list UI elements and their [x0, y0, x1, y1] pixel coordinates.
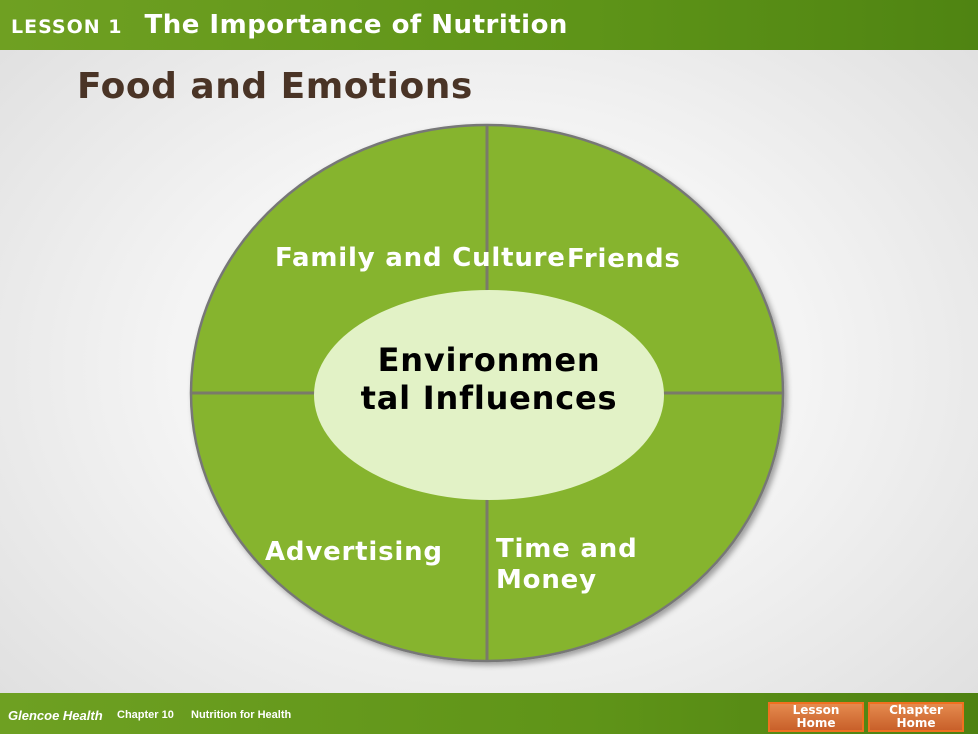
quadrant-advertising: Advertising — [265, 537, 443, 567]
lesson-home-button[interactable]: Lesson Home — [768, 702, 864, 732]
footer-bar: Glencoe Health Chapter 10 Nutrition for … — [0, 693, 978, 734]
lesson-title: The Importance of Nutrition — [144, 10, 568, 40]
lesson-home-label: Lesson Home — [792, 703, 840, 730]
quadrant-friends: Friends — [567, 244, 681, 274]
center-label: Environmen tal Influences — [360, 341, 618, 417]
lesson-number: LESSON 1 — [11, 16, 123, 38]
lesson-header-bar: LESSON 1 The Importance of Nutrition — [0, 0, 978, 50]
chapter-name: Nutrition for Health — [191, 709, 292, 721]
chapter-home-button[interactable]: Chapter Home — [868, 702, 964, 732]
chapter-number: Chapter 10 — [117, 709, 174, 721]
quadrant-family-culture: Family and Culture — [275, 243, 566, 273]
brand-name: Glencoe Health — [8, 708, 103, 723]
slide-title: Food and Emotions — [77, 66, 473, 107]
quadrant-time-money: Time and Money — [496, 534, 638, 595]
center-ellipse — [314, 290, 664, 500]
chapter-home-label: Chapter Home — [889, 703, 943, 730]
